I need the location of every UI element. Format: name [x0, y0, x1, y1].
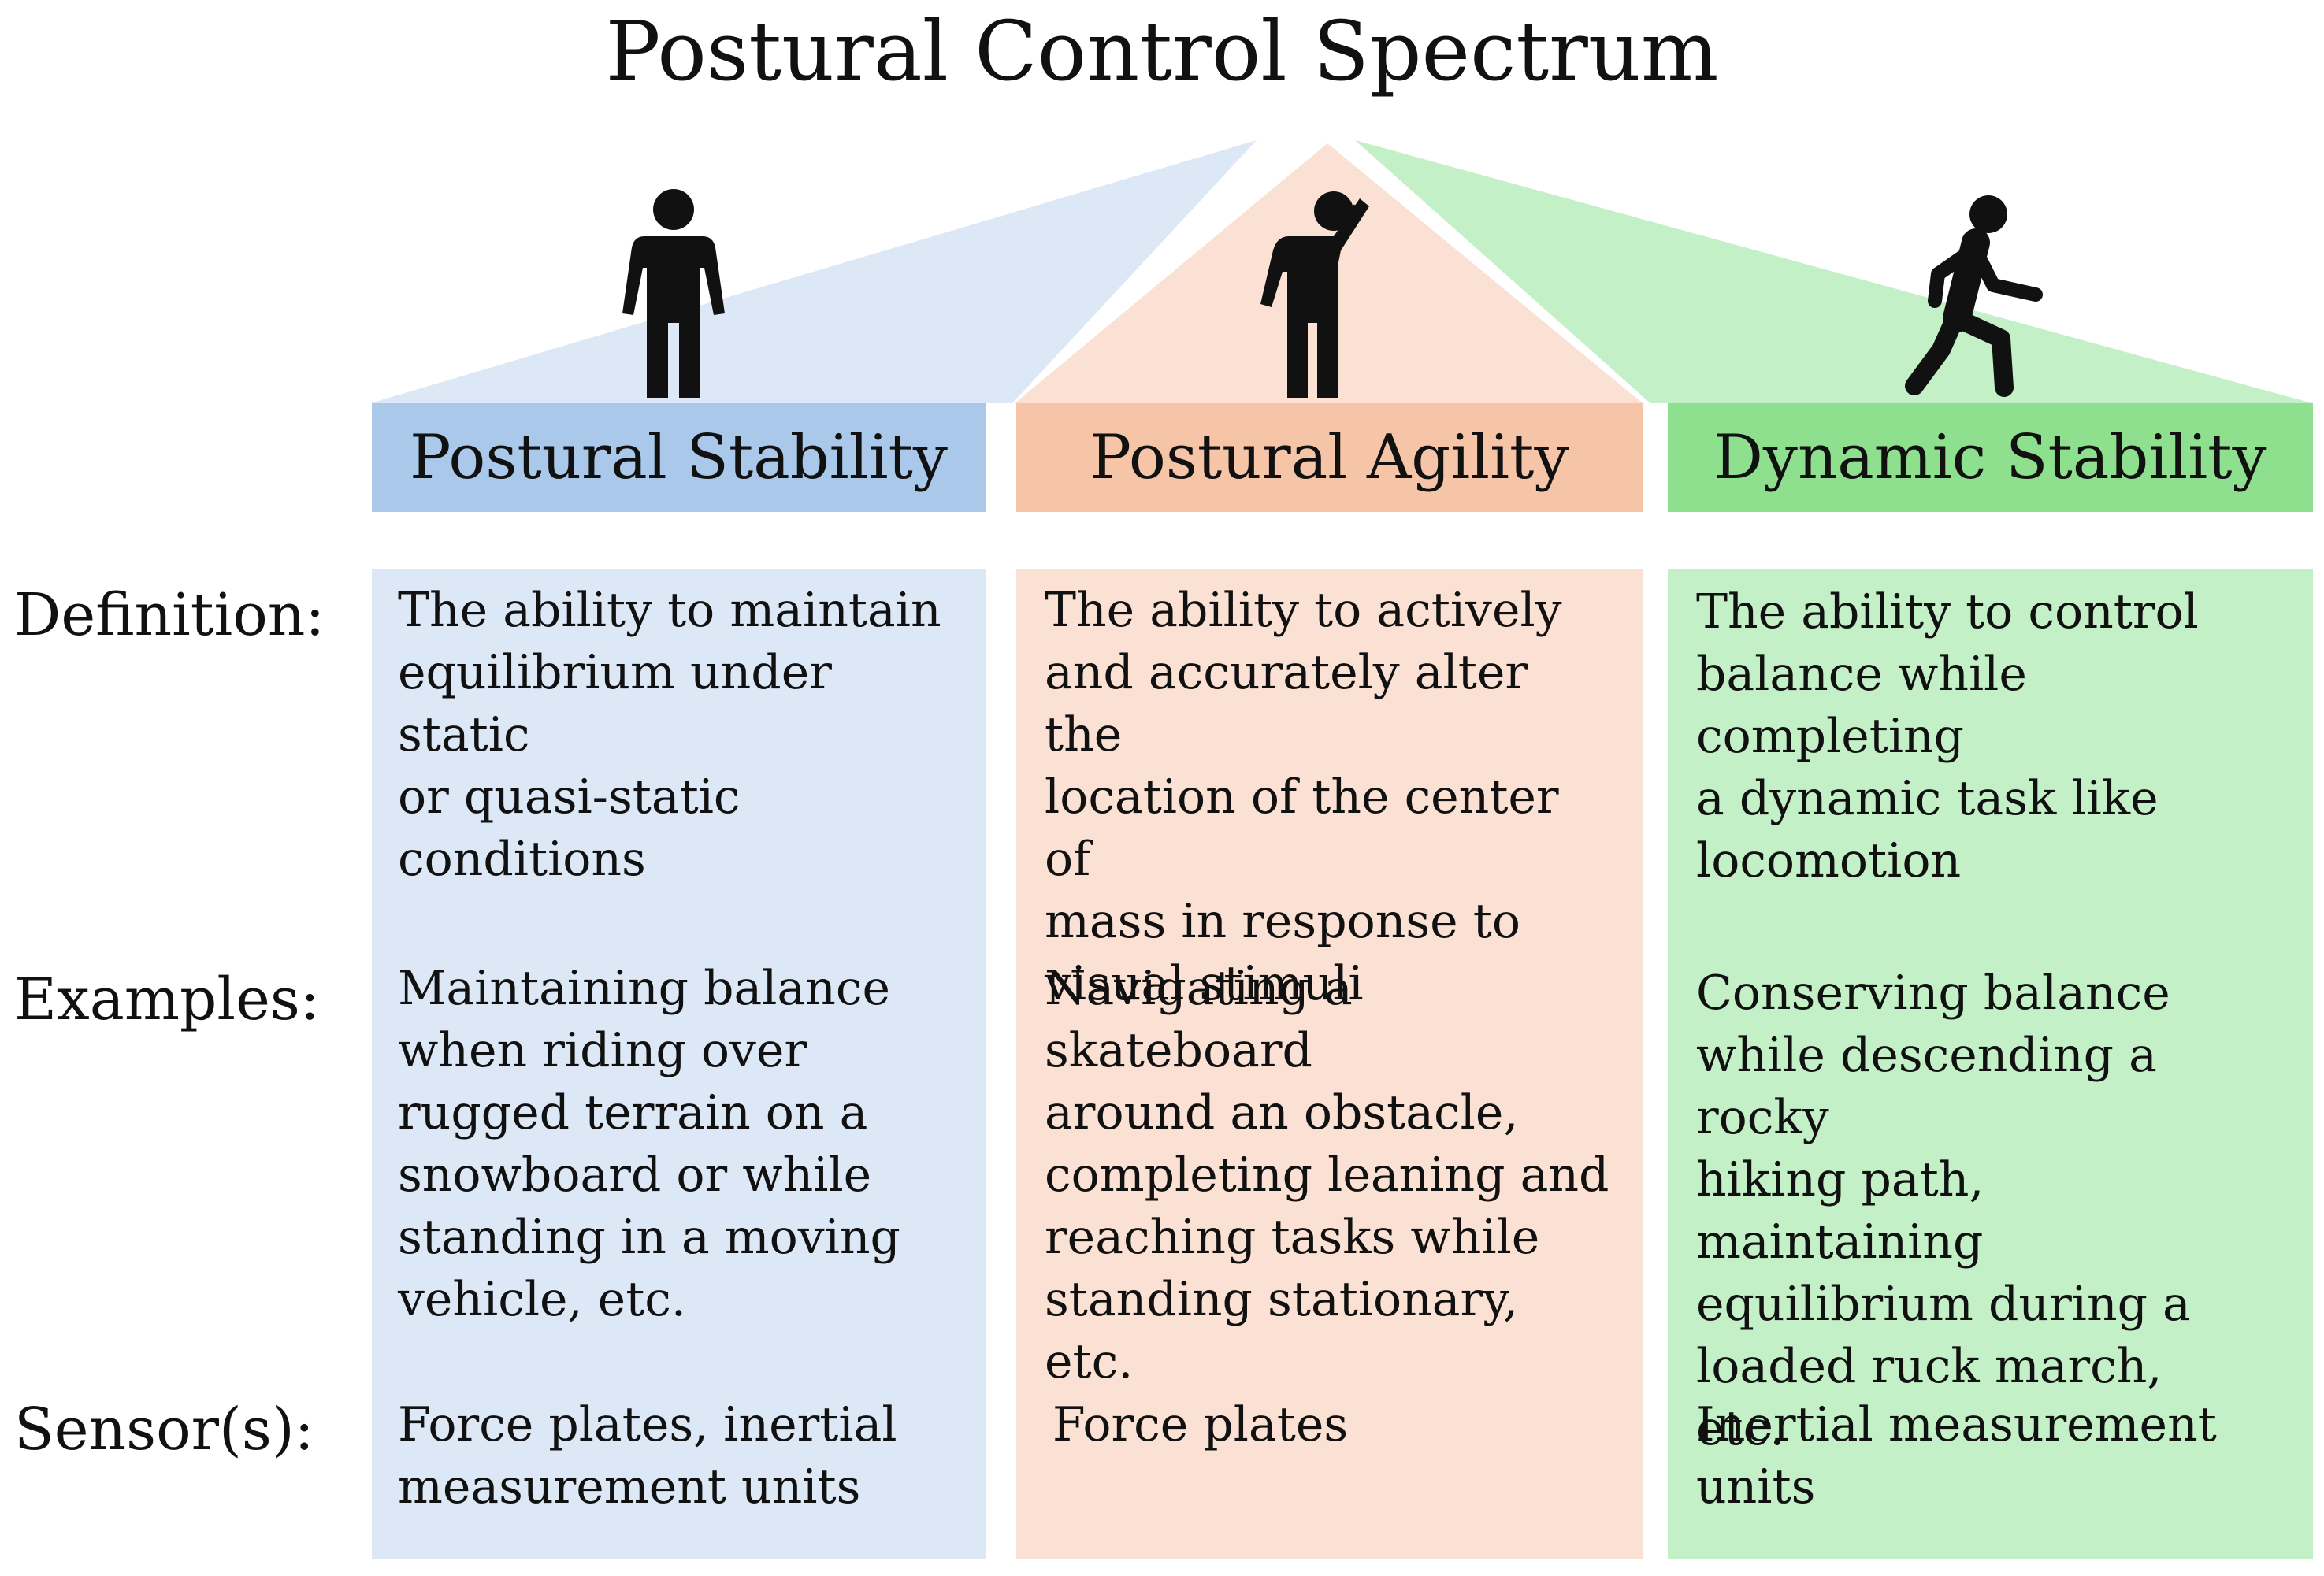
text-line: around an obstacle,	[1045, 1085, 1519, 1140]
text-line: standing stationary, etc.	[1045, 1272, 1519, 1389]
header-label: Dynamic Stability	[1713, 422, 2267, 493]
text-line: a dynamic task like	[1696, 771, 2159, 826]
text-line: vehicle, etc.	[398, 1272, 686, 1327]
text-line: visual stimuli	[1045, 956, 1364, 1011]
column-dynamic-stability	[1668, 569, 2313, 1559]
text-line: loaded ruck march, etc.	[1696, 1339, 2163, 1456]
sensors-text: Force plates, inertial measurement units	[398, 1394, 965, 1519]
text-line: or quasi-static	[398, 769, 741, 825]
header-postural-agility: Postural Agility	[1016, 403, 1643, 512]
text-line: hiking path, maintaining	[1696, 1152, 1984, 1270]
text-line: Conserving balance	[1696, 966, 2170, 1021]
text-line: completing leaning and	[1045, 1148, 1609, 1203]
row-label-definition: Definition:	[14, 581, 325, 649]
text-line: balance while completing	[1696, 647, 2027, 764]
row-label-examples: Examples:	[14, 966, 320, 1033]
text-line: The ability to control	[1696, 584, 2199, 640]
column-postural-agility	[1016, 569, 1643, 1559]
standing-person-icon	[622, 189, 725, 398]
sensors-text: Force plates	[1052, 1394, 1620, 1456]
text-line: Inertial measurement	[1696, 1397, 2217, 1452]
roof-left	[370, 140, 1257, 403]
walking-person-icon	[1905, 195, 2043, 397]
text-line: and accurately alter the	[1045, 645, 1528, 762]
text-line: Maintaining balance	[398, 961, 890, 1016]
definition-text: The ability to maintain equilibrium unde…	[398, 580, 965, 891]
text-line: The ability to maintain	[398, 583, 941, 638]
row-label-sensors: Sensor(s):	[14, 1396, 314, 1463]
examples-text: Navigating a skateboard around an obstac…	[1045, 958, 1612, 1393]
text-line: equilibrium under static	[398, 645, 832, 762]
text-line: Force plates, inertial	[398, 1397, 897, 1452]
text-line: mass in response to	[1045, 894, 1520, 949]
text-line: snowboard or while	[398, 1148, 872, 1203]
definition-text: The ability to actively and accurately a…	[1045, 580, 1612, 1015]
text-line: standing in a moving	[398, 1210, 900, 1265]
definition-text: The ability to control balance while com…	[1696, 581, 2263, 892]
header-postural-stability: Postural Stability	[372, 403, 986, 512]
text-line: units	[1696, 1459, 1816, 1515]
text-line: equilibrium during a	[1696, 1277, 2191, 1332]
sensors-text: Inertial measurement units	[1696, 1394, 2263, 1519]
column-postural-stability	[372, 569, 986, 1559]
examples-text: Maintaining balance when riding over rug…	[398, 958, 965, 1331]
header-label: Postural Agility	[1090, 422, 1569, 493]
text-line: Force plates	[1052, 1397, 1349, 1452]
text-line: Navigating a skateboard	[1045, 961, 1353, 1078]
text-line: reaching tasks while	[1045, 1210, 1540, 1265]
text-line: locomotion	[1696, 833, 1962, 888]
text-line: conditions	[398, 832, 646, 887]
diagram-title: Postural Control Spectrum	[605, 3, 1719, 99]
text-line: while descending a rocky	[1696, 1028, 2157, 1145]
text-line: The ability to actively	[1045, 583, 1562, 638]
header-dynamic-stability: Dynamic Stability	[1668, 403, 2313, 512]
text-line: rugged terrain on a	[398, 1085, 868, 1140]
roof-right	[1355, 140, 2312, 403]
text-line: measurement units	[398, 1459, 861, 1515]
examples-text: Conserving balance while descending a ro…	[1696, 962, 2263, 1460]
waving-person-icon	[1260, 191, 1369, 398]
header-label: Postural Stability	[410, 422, 948, 493]
text-line: location of the center of	[1045, 769, 1559, 887]
text-line: when riding over	[398, 1023, 807, 1078]
